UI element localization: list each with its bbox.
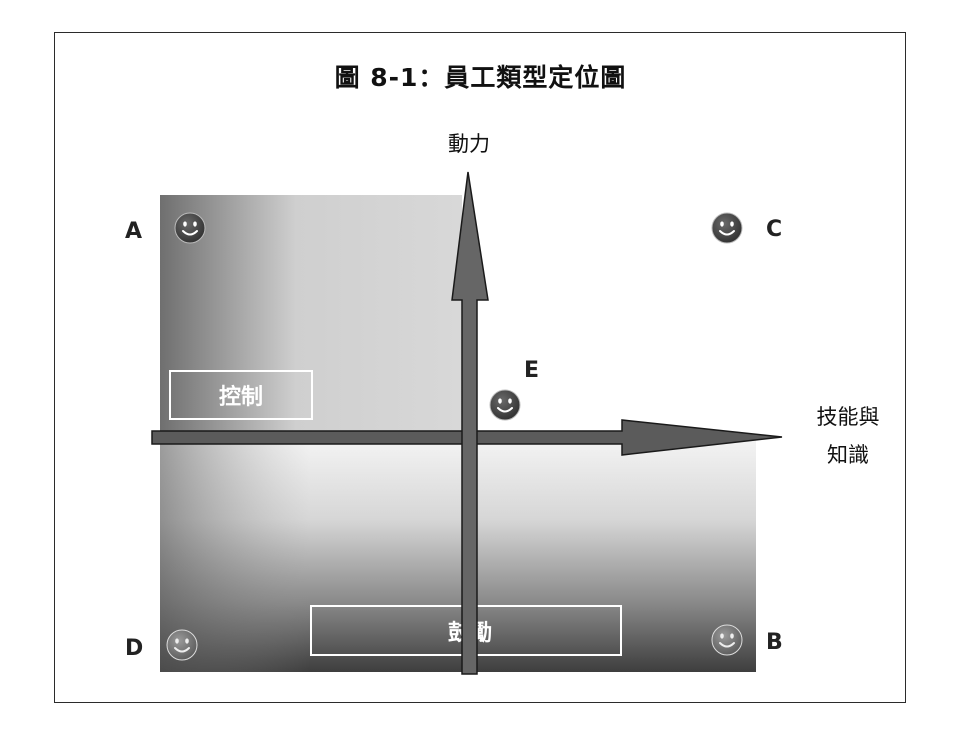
y-axis-label: 動力 [448,132,490,156]
control-box-label: 控制 [219,384,263,410]
smiley-face-icon [166,629,198,661]
x-axis-label: 技能與 知識 [808,398,888,474]
smiley-face-icon [489,389,521,421]
smiley-face-icon [711,624,743,656]
control-box [169,370,313,420]
x-axis-label-line1: 技能與 [816,405,880,429]
figure-title: 圖 8-1：員工類型定位圖 [334,63,627,92]
x-axis-label-line2: 知識 [827,443,869,467]
quadrant-label-e: E [524,358,540,383]
quadrant-label-c: C [766,217,783,242]
quadrant-label-b: B [766,630,783,655]
smiley-face-icon [174,212,206,244]
y-axis-arrow [451,171,489,675]
quadrant-label-a: A [125,219,143,244]
smiley-face-icon [711,212,743,244]
quadrant-label-d: D [125,636,144,661]
